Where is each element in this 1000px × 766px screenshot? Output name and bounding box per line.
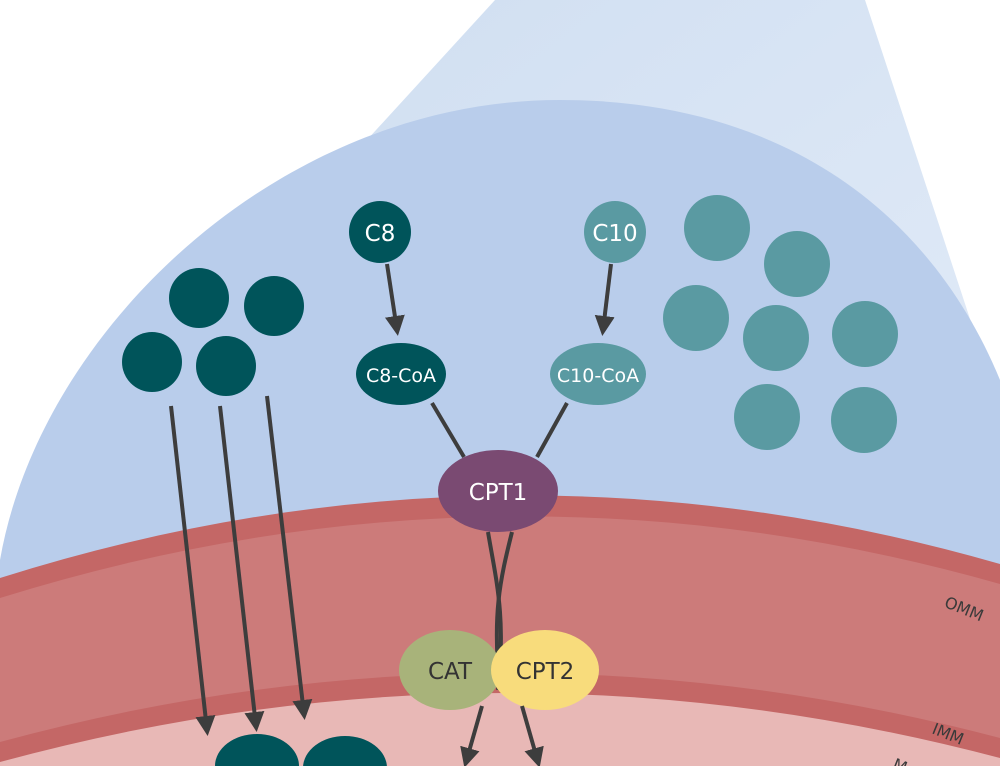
c10-molecule (684, 195, 750, 261)
c10-molecule-cluster (663, 195, 898, 453)
matrix-c8-molecule (215, 734, 299, 766)
c8-coa-to-cpt1-connector (430, 401, 466, 459)
c8-coa-node (356, 343, 446, 405)
c10-molecule (663, 285, 729, 351)
c10-label: C10 (592, 221, 637, 247)
c10-activation-arrow (594, 263, 615, 336)
c10-molecule (734, 384, 800, 450)
c8-coa-label: C8-CoA (366, 365, 436, 387)
c10-molecule (764, 231, 830, 297)
c10-molecule (743, 305, 809, 371)
c8-molecule (196, 336, 256, 396)
cat-to-matrix-arrow (460, 705, 484, 766)
c8-activation-arrow (385, 263, 405, 336)
c10-node (584, 201, 646, 263)
diffusion-arrow (218, 405, 265, 732)
c8-node (349, 201, 411, 263)
c8-molecule (244, 276, 304, 336)
c8-molecule (169, 268, 229, 328)
cpt1-label: CPT1 (469, 480, 528, 506)
cpt2-label: CPT2 (516, 659, 575, 685)
cat-node (399, 630, 501, 710)
c8-direct-diffusion-arrows (169, 395, 313, 736)
c8-molecule (122, 332, 182, 392)
c10-coa-label: C10-CoA (557, 365, 639, 387)
c10-coa-node (550, 343, 646, 405)
c10-molecule (831, 387, 897, 453)
matrix-c8-molecule (303, 736, 387, 766)
cpt2-node (491, 630, 599, 710)
diffusion-arrow (169, 405, 216, 736)
diffusion-arrow (265, 395, 313, 720)
c10-coa-to-cpt1-connector (535, 402, 569, 458)
cpt1-node (438, 450, 558, 532)
c8-label: C8 (365, 221, 396, 247)
matrix-label-partial: M (890, 755, 910, 766)
c8-molecule-cluster (122, 268, 304, 396)
cpt2-to-matrix-arrow (520, 705, 544, 766)
c10-molecule (832, 301, 898, 367)
cat-label: CAT (428, 659, 473, 685)
